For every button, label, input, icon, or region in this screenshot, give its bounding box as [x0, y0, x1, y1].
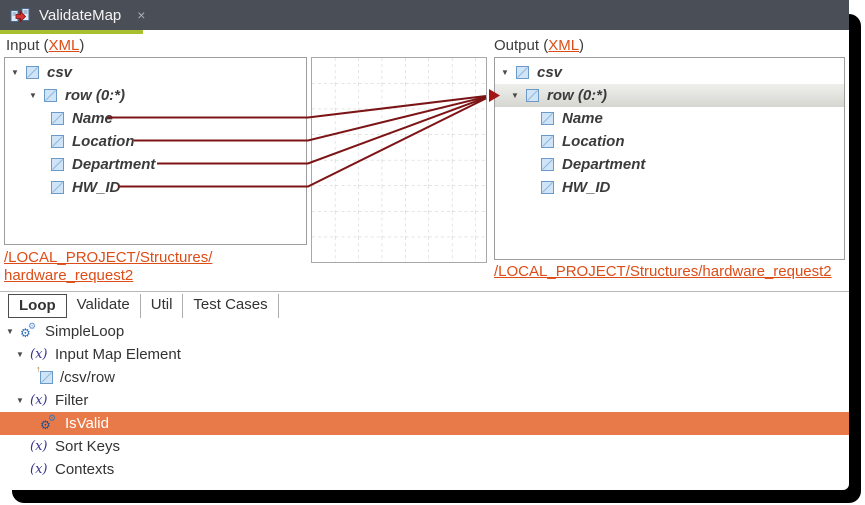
input-schema-tree: ▼ csv ▼ row (0:*) Name Location Departme… — [4, 57, 307, 245]
loop-node-input-map-element[interactable]: ▼ (x) Input Map Element — [0, 343, 849, 366]
chevron-down-icon[interactable]: ▼ — [16, 350, 24, 359]
tab-validatemap[interactable]: ValidateMap × — [0, 0, 159, 30]
xml-element-icon — [516, 66, 529, 79]
output-xml-link[interactable]: XML — [548, 37, 580, 54]
gears-icon: ⚙ ⚙ — [20, 320, 38, 340]
xml-element-icon — [541, 181, 554, 194]
mapping-grid-canvas[interactable] — [311, 57, 487, 263]
loop-node-csv-row[interactable]: ↑ /csv/row — [0, 364, 849, 389]
input-structure-link-line2: hardware_request2 — [4, 267, 134, 284]
close-icon[interactable]: × — [137, 7, 146, 23]
xml-element-icon — [526, 89, 539, 102]
loop-definition-tree: ▼ ⚙ ⚙ SimpleLoop ▼ (x) Input Map Element… — [0, 320, 849, 481]
tree-node-name[interactable]: Name — [495, 107, 844, 130]
editor-tabbar: ValidateMap × — [0, 0, 849, 30]
output-structure-link[interactable]: /LOCAL_PROJECT/Structures/hardware_reque… — [494, 263, 832, 280]
xml-element-icon — [541, 135, 554, 148]
node-label: /csv/row — [60, 369, 116, 386]
loop-node-simpleloop[interactable]: ▼ ⚙ ⚙ SimpleLoop — [0, 320, 849, 343]
chevron-down-icon[interactable]: ▼ — [29, 91, 37, 100]
section-divider — [0, 291, 849, 292]
tree-node-name[interactable]: Name — [5, 107, 306, 130]
tree-node-department[interactable]: Department — [495, 153, 844, 176]
loop-node-filter[interactable]: ▼ (x) Filter — [0, 389, 849, 412]
tab-util[interactable]: Util — [141, 294, 184, 318]
node-label: csv — [47, 64, 73, 81]
node-label: Filter — [55, 392, 89, 409]
xml-element-icon — [541, 158, 554, 171]
input-structure-link-line1: /LOCAL_PROJECT/Structures/ — [4, 249, 213, 266]
tab-loop[interactable]: Loop — [8, 294, 67, 318]
editor-tab-title: ValidateMap — [39, 6, 122, 24]
tree-node-row-selected[interactable]: ▼ row (0:*) — [495, 84, 844, 107]
loop-node-contexts[interactable]: (x) Contexts — [0, 458, 849, 481]
xml-element-icon — [26, 66, 39, 79]
tree-node-row[interactable]: ▼ row (0:*) — [5, 84, 306, 107]
xpath-icon: (x) — [30, 439, 48, 454]
node-label: Location — [562, 133, 625, 150]
node-label: IsValid — [65, 415, 109, 432]
map-icon — [10, 7, 30, 22]
chevron-down-icon[interactable]: ▼ — [6, 327, 14, 336]
gears-icon: ⚙ ⚙ — [40, 412, 58, 432]
node-label: Name — [72, 110, 113, 127]
output-panel-label: Output (XML) — [494, 37, 584, 54]
input-label-suffix: ) — [79, 37, 85, 54]
tab-validate[interactable]: Validate — [67, 294, 141, 318]
gear-glyph: ⚙ — [48, 412, 57, 423]
new-marker-glyph: ↑ — [36, 364, 41, 374]
xpath-icon: (x) — [30, 393, 48, 408]
node-label: row (0:*) — [65, 87, 125, 104]
node-label: HW_ID — [562, 179, 611, 196]
tree-node-csv[interactable]: ▼ csv — [5, 61, 306, 84]
element-new-icon: ↑ — [36, 364, 53, 384]
active-tab-underline — [0, 30, 143, 34]
node-label: Name — [562, 110, 603, 127]
tree-node-csv[interactable]: ▼ csv — [495, 61, 844, 84]
loop-node-isvalid[interactable]: ⚙ ⚙ IsValid — [0, 412, 849, 435]
node-label: Location — [72, 133, 135, 150]
input-label-text: Input ( — [6, 37, 49, 54]
node-label: SimpleLoop — [45, 323, 125, 340]
node-label: row (0:*) — [547, 87, 607, 104]
output-label-suffix: ) — [579, 37, 585, 54]
tree-node-department[interactable]: Department — [5, 153, 306, 176]
xpath-icon: (x) — [30, 462, 48, 477]
node-label: Input Map Element — [55, 346, 181, 363]
tree-node-location[interactable]: Location — [495, 130, 844, 153]
input-structure-link[interactable]: /LOCAL_PROJECT/Structures/ hardware_requ… — [4, 249, 212, 285]
chevron-down-icon[interactable]: ▼ — [11, 68, 19, 77]
output-label-text: Output ( — [494, 37, 549, 54]
loop-node-sort-keys[interactable]: (x) Sort Keys — [0, 435, 849, 458]
gear-glyph: ⚙ — [28, 320, 37, 331]
tree-node-location[interactable]: Location — [5, 130, 306, 153]
xml-element-icon — [541, 112, 554, 125]
xpath-icon: (x) — [30, 347, 48, 362]
gear-glyph: ⚙ — [40, 417, 51, 432]
chevron-down-icon[interactable]: ▼ — [501, 68, 509, 77]
validate-map-window: ValidateMap × Input (XML) Output (XML) ▼… — [0, 0, 849, 481]
tree-node-hwid[interactable]: HW_ID — [495, 176, 844, 199]
xml-element-icon — [44, 89, 57, 102]
tree-node-hwid[interactable]: HW_ID — [5, 176, 306, 199]
node-label: Department — [72, 156, 156, 173]
xml-element-icon — [51, 112, 64, 125]
output-schema-tree: ▼ csv ▼ row (0:*) Name Location Departme… — [494, 57, 845, 260]
gear-glyph: ⚙ — [20, 325, 31, 340]
xml-element-icon — [51, 158, 64, 171]
bottom-tab-strip: Loop Validate Util Test Cases — [8, 294, 279, 318]
xml-element-icon — [51, 181, 64, 194]
xml-element-icon — [51, 135, 64, 148]
node-label: csv — [537, 64, 563, 81]
input-xml-link[interactable]: XML — [48, 37, 80, 54]
chevron-down-icon[interactable]: ▼ — [511, 91, 519, 100]
node-label: HW_ID — [72, 179, 121, 196]
node-label: Department — [562, 156, 646, 173]
chevron-down-icon[interactable]: ▼ — [16, 396, 24, 405]
tab-test-cases[interactable]: Test Cases — [183, 294, 279, 318]
input-panel-label: Input (XML) — [6, 37, 84, 54]
node-label: Sort Keys — [55, 438, 121, 455]
node-label: Contexts — [55, 461, 115, 478]
